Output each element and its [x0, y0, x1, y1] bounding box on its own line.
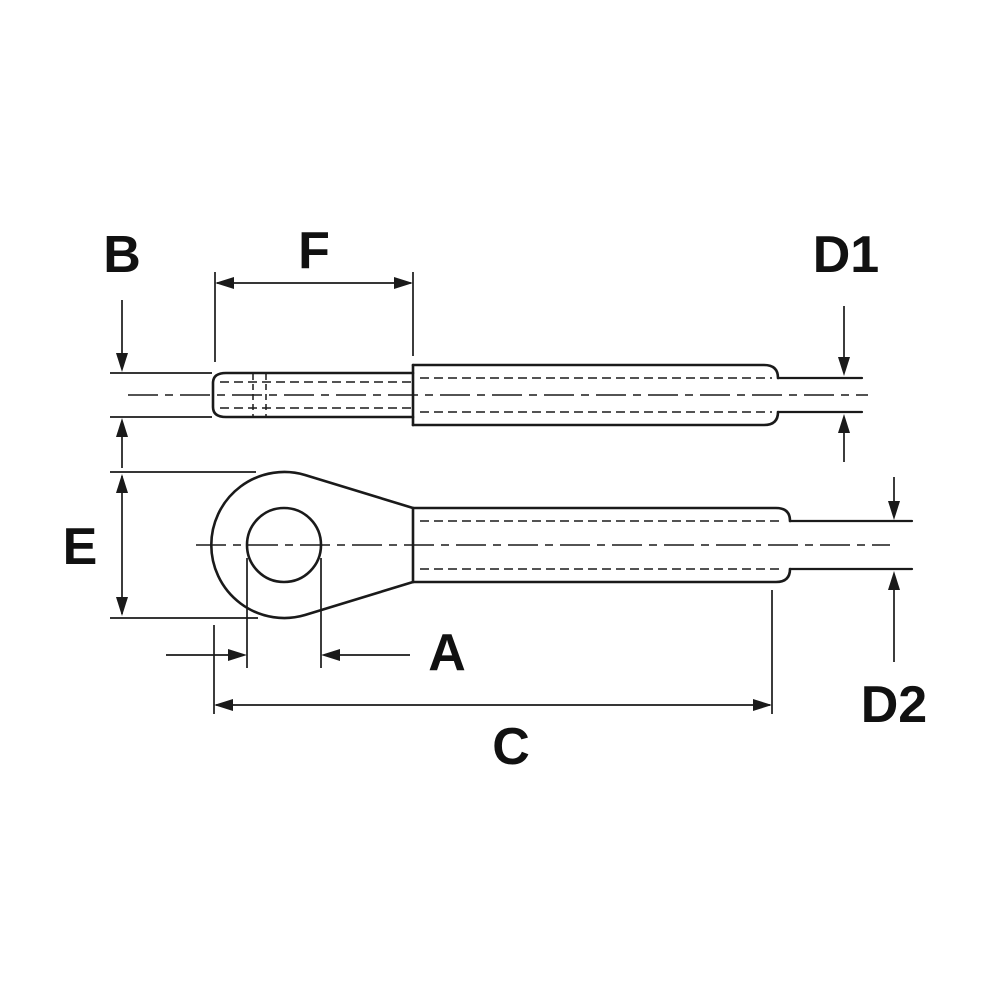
dim-f-arrowhead-left-icon: [215, 277, 234, 289]
dim-a-arrowhead-left-icon: [321, 649, 340, 661]
dimension-a: A: [166, 558, 466, 682]
stud-body-outline-bottom: [411, 410, 780, 427]
dimension-label-e: E: [63, 518, 98, 576]
dim-f-arrowhead-right-icon: [394, 277, 413, 289]
dimension-d1: D1: [813, 226, 879, 462]
threaded-section-outline: [211, 371, 415, 419]
dimension-label-c: C: [492, 718, 530, 776]
dimension-label-f: F: [298, 222, 330, 280]
dimension-b: B: [103, 226, 212, 468]
dim-b-arrowhead-down-icon: [116, 353, 128, 372]
dimension-c: C: [213, 590, 773, 776]
dim-e-arrowhead-down-icon: [116, 597, 128, 616]
dim-c-arrowhead-left-icon: [214, 699, 233, 711]
dim-d1-arrowhead-up-icon: [838, 414, 850, 433]
dim-d2-arrowhead-down-icon: [888, 501, 900, 520]
dim-d2-arrowhead-up-icon: [888, 571, 900, 590]
stud-terminal-drawing: [128, 363, 868, 427]
eye-terminal-drawing: [196, 470, 914, 620]
dimension-e: E: [63, 471, 258, 619]
eye-head-outline: [210, 470, 415, 620]
dim-d1-arrowhead-down-icon: [838, 357, 850, 376]
dimension-d2: D2: [861, 477, 927, 734]
eye-hole: [245, 506, 323, 584]
dimension-f: F: [214, 222, 414, 362]
eye-body-outline-top: [411, 506, 792, 523]
dim-b-arrowhead-up-icon: [116, 418, 128, 437]
dimension-label-d2: D2: [861, 676, 927, 734]
dim-e-arrowhead-up-icon: [116, 474, 128, 493]
dimension-label-d1: D1: [813, 226, 879, 284]
dim-c-arrowhead-right-icon: [753, 699, 772, 711]
stud-body-outline-top: [411, 363, 780, 380]
eye-body-outline-bottom: [411, 567, 792, 584]
dimension-label-b: B: [103, 226, 141, 284]
dim-a-arrowhead-right-icon: [228, 649, 247, 661]
dimension-label-a: A: [428, 624, 466, 682]
